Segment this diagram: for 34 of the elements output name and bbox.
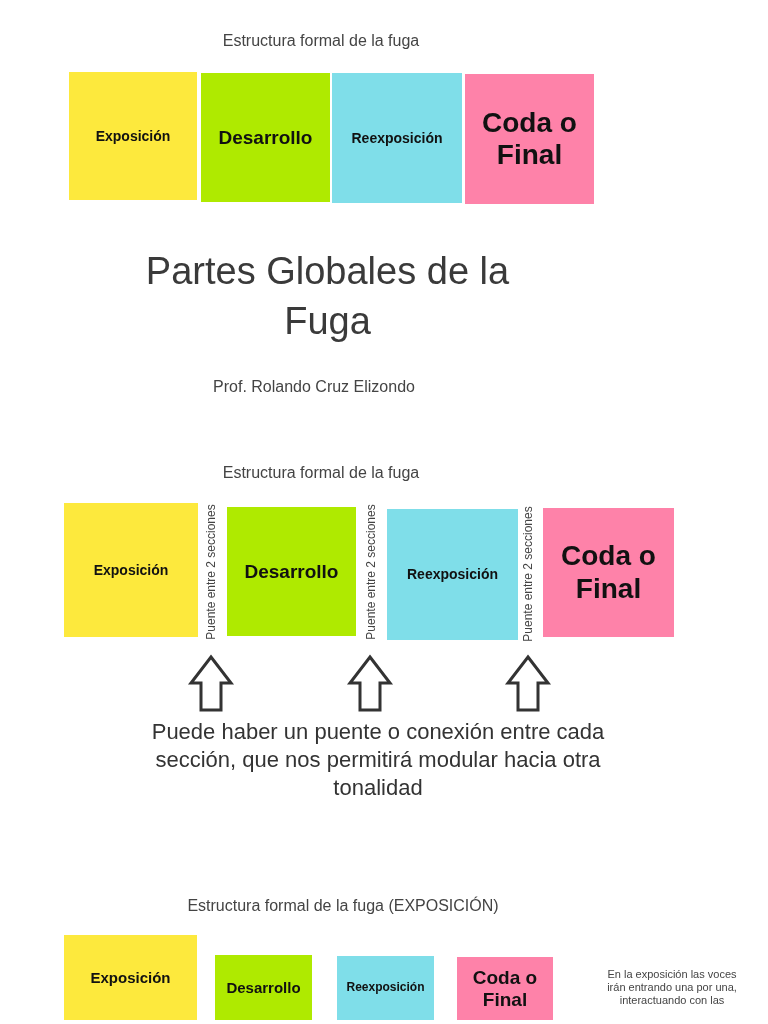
section-box bbox=[332, 73, 462, 203]
section-name: Coda o Final bbox=[471, 966, 539, 1011]
caption-text: Estructura formal de la fuga bbox=[221, 31, 421, 51]
bridge-label: Puente entre 2 secciones bbox=[363, 503, 379, 642]
section-box bbox=[387, 509, 518, 640]
section-name: Exposición bbox=[93, 561, 169, 579]
note-text: En la exposición las voces irán entrando una por una, interactuando con las bbox=[606, 968, 738, 1007]
section-name: Desarrollo bbox=[226, 978, 301, 997]
section-name: Exposición bbox=[95, 127, 171, 145]
section-box bbox=[337, 956, 434, 1020]
bridge-label: Puente entre 2 secciones bbox=[203, 503, 219, 642]
section-box bbox=[64, 503, 198, 637]
caption-text: Estructura formal de la fuga bbox=[221, 463, 421, 483]
bridge-label: Puente entre 2 secciones bbox=[520, 505, 536, 644]
section-name: Coda o Final bbox=[560, 540, 657, 605]
caption-text: Estructura formal de la fuga (EXPOSICIÓN) bbox=[186, 896, 500, 916]
section-name: Reexposición bbox=[351, 129, 443, 147]
section-box bbox=[457, 957, 553, 1020]
section-name: Coda o Final bbox=[481, 106, 578, 172]
explanation-text: Puede haber un puente o conexión entre cada sección, que nos permitirá modular hacia otra tonalidad bbox=[150, 718, 606, 802]
section-box bbox=[69, 72, 197, 200]
section-name: Reexposición bbox=[346, 981, 425, 995]
caption-text: Prof. Rolando Cruz Elizondo bbox=[212, 377, 416, 397]
section-name: Exposición bbox=[90, 968, 171, 987]
section-box bbox=[201, 73, 330, 202]
section-name: Desarrollo bbox=[244, 560, 339, 583]
section-box bbox=[215, 955, 312, 1020]
section-box bbox=[465, 74, 594, 204]
section-box bbox=[543, 508, 674, 637]
section-box bbox=[227, 507, 356, 636]
section-name: Desarrollo bbox=[218, 126, 313, 149]
section-name: Reexposición bbox=[407, 566, 498, 583]
section-box bbox=[64, 935, 197, 1020]
slide-title: Partes Globales de la Fuga bbox=[144, 249, 511, 344]
